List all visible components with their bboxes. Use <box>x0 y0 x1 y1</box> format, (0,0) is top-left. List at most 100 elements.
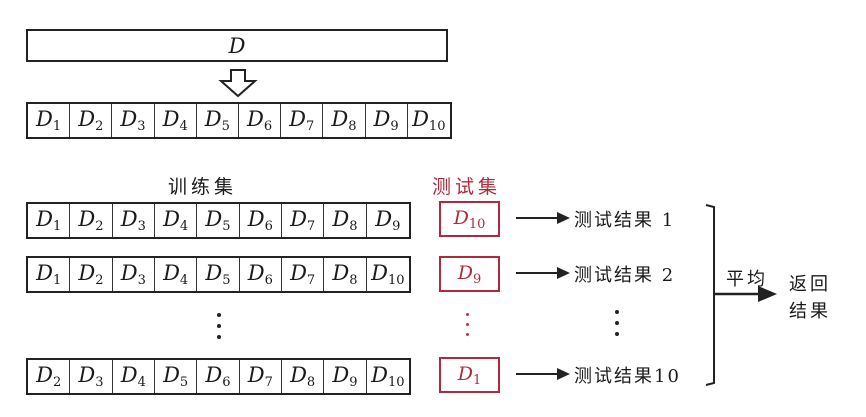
partition-subset-cell: D4 <box>154 104 197 137</box>
train-subset-cell: D4 <box>154 258 198 291</box>
train-subset-cell: D8 <box>324 258 367 291</box>
train-subset-symbol: D6 <box>205 363 231 390</box>
result-ellipsis <box>615 310 619 336</box>
train-subset-cell: D10 <box>366 258 409 291</box>
train-subset-cell: D9 <box>324 360 367 393</box>
fold-10-test-box: D1 <box>439 357 500 393</box>
training-set-label: 训练集 <box>168 176 238 198</box>
split-arrow-icon <box>218 69 258 98</box>
train-subset-cell: D2 <box>70 258 113 291</box>
fold-2-train-row: D1 D2 D3 D4 D5 D6 D7 D8 D10 <box>26 256 411 293</box>
train-subset-symbol: D9 <box>332 363 358 390</box>
train-subset-symbol: D3 <box>120 261 146 288</box>
train-subset-cell: D7 <box>281 204 325 237</box>
fold-10-test-symbol: D1 <box>457 362 482 388</box>
train-ellipsis <box>217 313 221 339</box>
partition-subset-cell: D7 <box>281 104 324 137</box>
train-subset-symbol: D3 <box>78 363 104 390</box>
train-subset-symbol: D8 <box>332 207 358 234</box>
partition-subset-symbol: D3 <box>120 107 146 134</box>
partition-subset-symbol: D5 <box>204 107 230 134</box>
fold-10-arrow-icon <box>516 368 570 380</box>
train-subset-symbol: D5 <box>163 363 189 390</box>
train-subset-cell: D6 <box>239 204 282 237</box>
train-subset-symbol: D3 <box>120 207 146 234</box>
partition-subset-cell: D6 <box>238 104 282 137</box>
train-subset-symbol: D7 <box>290 261 316 288</box>
partition-subset-symbol: D7 <box>289 107 315 134</box>
partition-subset-cell: D9 <box>365 104 408 137</box>
train-subset-cell: D5 <box>197 258 240 291</box>
train-subset-symbol: D4 <box>163 207 189 234</box>
train-subset-symbol: D1 <box>36 207 62 234</box>
partition-subset-cell: D2 <box>70 104 113 137</box>
train-subset-cell: D7 <box>281 258 325 291</box>
train-subset-cell: D10 <box>366 360 409 393</box>
fold-2-test-symbol: D9 <box>457 261 482 287</box>
train-subset-symbol: D4 <box>163 261 189 288</box>
train-subset-symbol: D8 <box>332 261 358 288</box>
train-subset-cell: D3 <box>70 360 113 393</box>
train-subset-symbol: D5 <box>205 207 231 234</box>
test-set-label: 测试集 <box>432 176 502 198</box>
test-ellipsis <box>466 313 469 336</box>
fold-2-result: 测试结果 2 <box>574 265 676 286</box>
partition-subset-symbol: D8 <box>331 107 357 134</box>
train-subset-cell: D3 <box>112 258 155 291</box>
full-dataset-box: D <box>26 29 448 62</box>
partition-subset-symbol: D9 <box>373 107 399 134</box>
train-subset-cell: D1 <box>28 258 71 291</box>
full-dataset-symbol: D <box>228 33 246 58</box>
return-label-line2: 结果 <box>789 301 831 322</box>
partition-subset-cell: D1 <box>28 104 71 137</box>
partition-subset-symbol: D2 <box>78 107 104 134</box>
train-subset-symbol: D2 <box>78 207 104 234</box>
partition-subset-cell: D5 <box>196 104 239 137</box>
train-subset-cell: D4 <box>154 204 198 237</box>
train-subset-symbol: D2 <box>36 363 62 390</box>
train-subset-symbol: D1 <box>36 261 62 288</box>
fold-1-test-box: D10 <box>439 201 500 237</box>
train-subset-symbol: D5 <box>205 261 231 288</box>
partition-subset-symbol: D1 <box>36 107 62 134</box>
train-subset-cell: D9 <box>366 204 409 237</box>
fold-10-train-row: D2 D3 D4 D5 D6 D7 D8 D9 D10 <box>26 358 411 395</box>
partition-subset-symbol: D6 <box>246 107 273 134</box>
train-subset-cell: D3 <box>112 204 155 237</box>
average-label: 平均 <box>726 269 768 290</box>
train-subset-cell: D4 <box>112 360 155 393</box>
fold-2-test-box: D9 <box>439 256 500 292</box>
train-subset-symbol: D6 <box>247 207 273 234</box>
fold-1-arrow-icon <box>516 212 570 224</box>
aggregate-bracket-icon <box>705 204 777 386</box>
partition-row: D1 D2 D3 D4 D5 D6 D7 D8 D9 D10 <box>26 102 452 139</box>
train-subset-cell: D2 <box>70 204 113 237</box>
partition-subset-symbol: D10 <box>412 107 446 134</box>
train-subset-symbol: D8 <box>290 363 316 390</box>
train-subset-cell: D8 <box>281 360 325 393</box>
fold-1-result: 测试结果 1 <box>574 210 676 231</box>
train-subset-symbol: D10 <box>371 261 405 288</box>
train-subset-symbol: D7 <box>290 207 316 234</box>
partition-subset-cell: D8 <box>323 104 366 137</box>
train-subset-symbol: D10 <box>371 363 405 390</box>
train-subset-cell: D8 <box>324 204 367 237</box>
train-subset-cell: D1 <box>28 204 71 237</box>
train-subset-cell: D2 <box>28 360 71 393</box>
partition-subset-cell: D3 <box>112 104 155 137</box>
fold-1-train-row: D1 D2 D3 D4 D5 D6 D7 D8 D9 <box>26 202 411 239</box>
partition-subset-symbol: D4 <box>162 107 188 134</box>
fold-10-result: 测试结果10 <box>574 366 681 387</box>
fold-1-test-symbol: D10 <box>453 206 486 232</box>
train-subset-symbol: D4 <box>120 363 146 390</box>
train-subset-symbol: D9 <box>375 207 401 234</box>
fold-2-arrow-icon <box>516 267 570 279</box>
partition-subset-cell: D10 <box>407 104 450 137</box>
train-subset-cell: D6 <box>239 258 282 291</box>
train-subset-symbol: D6 <box>247 261 273 288</box>
train-subset-cell: D7 <box>239 360 282 393</box>
return-label-line1: 返回 <box>789 274 831 295</box>
train-subset-symbol: D2 <box>78 261 104 288</box>
train-subset-cell: D5 <box>197 204 240 237</box>
train-subset-symbol: D7 <box>247 363 273 390</box>
